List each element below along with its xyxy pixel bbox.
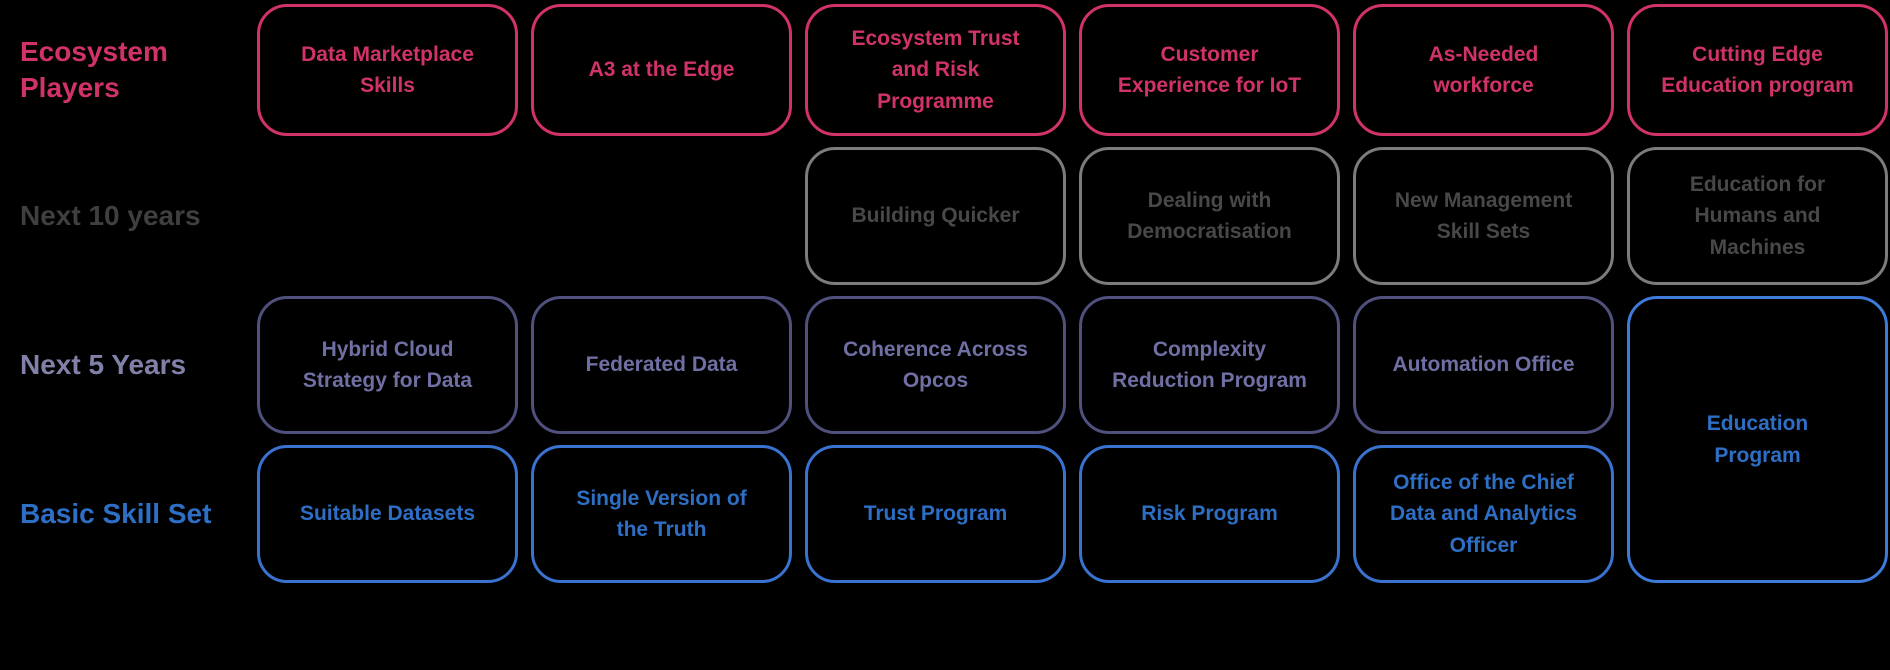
box-complexity-reduction-program: Complexity Reduction Program [1079, 296, 1340, 434]
box-suitable-datasets: Suitable Datasets [257, 445, 518, 583]
box-ecosystem-trust-risk-programme: Ecosystem Trust and Risk Programme [805, 4, 1066, 136]
box-education-humans-machines: Education for Humans and Machines [1627, 147, 1888, 285]
row-label-basic-skill-set: Basic Skill Set [20, 497, 212, 529]
box-federated-data: Federated Data [531, 296, 792, 434]
box-office-chief-data-analytics-officer: Office of the Chief Data and Analytics O… [1353, 445, 1614, 583]
box-customer-experience-iot: Customer Experience for IoT [1079, 4, 1340, 136]
box-hybrid-cloud-strategy-data: Hybrid Cloud Strategy for Data [257, 296, 518, 434]
row-label-next-5-years: Next 5 Years [20, 348, 187, 380]
box-automation-office: Automation Office [1353, 296, 1614, 434]
box-coherence-across-opcos: Coherence Across Opcos [805, 296, 1066, 434]
box-dealing-with-democratisation: Dealing with Democratisation [1079, 147, 1340, 285]
box-building-quicker: Building Quicker [805, 147, 1066, 285]
row-label-next-10-years: Next 10 years [20, 199, 201, 231]
box-risk-program: Risk Program [1079, 445, 1340, 583]
box-data-marketplace-skills: Data Marketplace Skills [257, 4, 518, 136]
row-label-ecosystem-players: Ecosystem Players [20, 35, 168, 103]
box-cutting-edge-education-program: Cutting Edge Education program [1627, 4, 1888, 136]
box-a3-at-the-edge: A3 at the Edge [531, 4, 792, 136]
box-new-management-skill-sets: New Management Skill Sets [1353, 147, 1614, 285]
box-education-program: Education Program [1627, 296, 1888, 583]
box-trust-program: Trust Program [805, 445, 1066, 583]
box-single-version-of-truth: Single Version of the Truth [531, 445, 792, 583]
box-as-needed-workforce: As-Needed workforce [1353, 4, 1614, 136]
